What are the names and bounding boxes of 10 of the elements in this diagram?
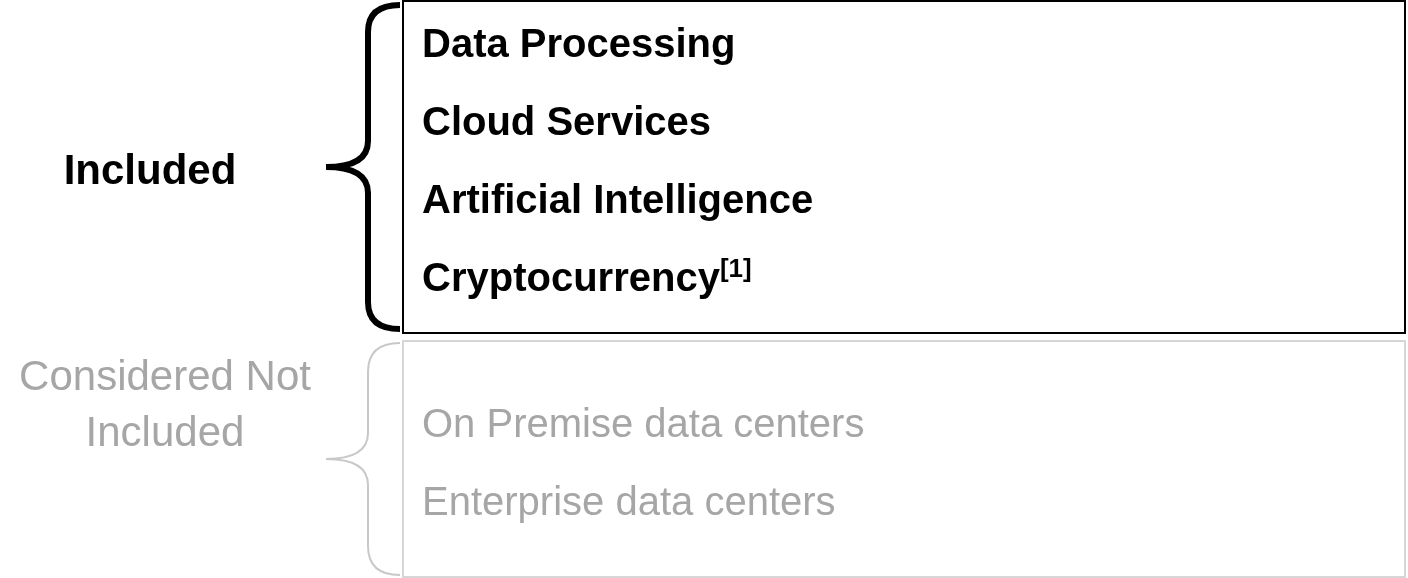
list-item: Cryptocurrency$^{[1]}$: [421, 251, 753, 301]
list-item: Artificial Intelligence: [421, 176, 815, 223]
group-label: Considered Not Included: [18, 351, 312, 457]
list-item: Enterprise data centers: [421, 478, 837, 525]
group-label: Included: [62, 145, 238, 195]
list-item: On Premise data centers: [421, 400, 866, 447]
list-item: Cloud Services: [421, 98, 712, 145]
category-box: [402, 0, 1406, 334]
category-box: [402, 340, 1406, 578]
list-item: Data Processing: [421, 20, 737, 67]
